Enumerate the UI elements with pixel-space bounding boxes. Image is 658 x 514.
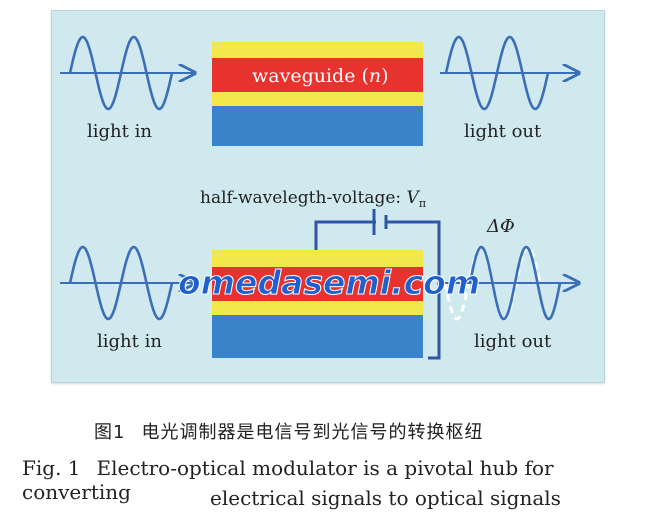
electrode-circuit [314, 209, 441, 360]
watermark: omedasemi.com [178, 263, 480, 302]
light-in-label-bottom: light in [97, 331, 162, 352]
phase-shifted-wave [443, 245, 542, 321]
caption-english-line2: electrical signals to optical signals [210, 486, 561, 510]
light-in-label-top: light in [87, 121, 152, 142]
waveguide-label: waveguide (n) [252, 65, 389, 87]
voltage-label: half-wavelegth-voltage: Vπ [200, 188, 426, 210]
light-out-label-bottom: light out [474, 331, 552, 352]
modulator-diagram: waveguide (n) light in light out half-wa… [60, 35, 658, 360]
waveguide-stack-top [212, 42, 423, 146]
waveguide-stack-bottom [212, 250, 423, 358]
phase-label: ΔΦ [486, 216, 515, 237]
light-out-label-top: light out [464, 121, 542, 142]
